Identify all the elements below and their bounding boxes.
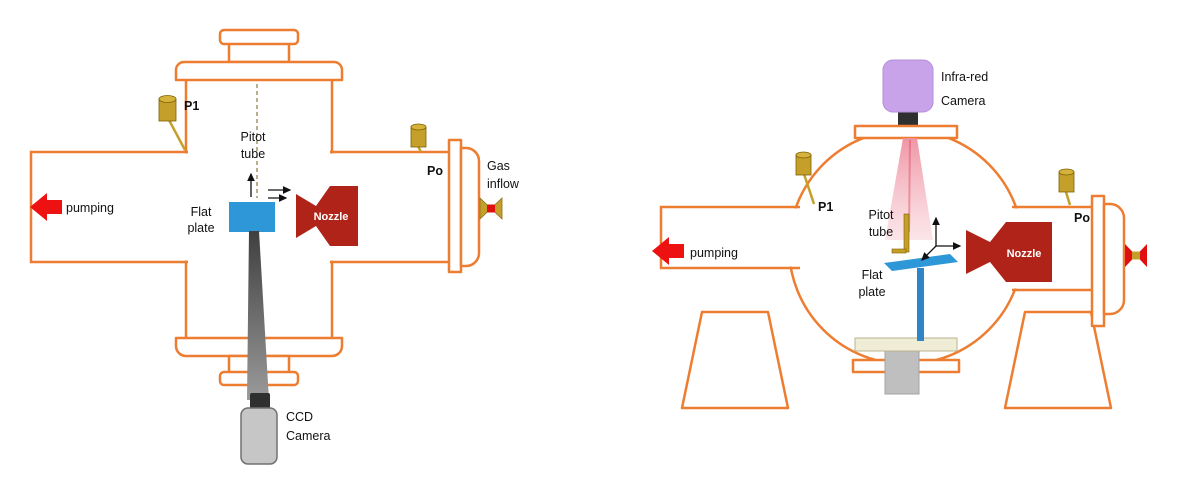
flat-plate [884,254,958,271]
pressure-sensor-po-icon [410,123,427,153]
nozzle-label: Nozzle [1007,248,1042,260]
coordinate-axes [921,216,962,261]
pitot-label-line1: Pitot [868,208,894,222]
pressure-sensor-po-icon [1058,168,1075,206]
ccd-camera-label-line2: Camera [286,429,331,443]
end-flange [447,138,463,274]
infrared-label-line2: Camera [941,94,986,108]
nozzle-label: Nozzle [314,211,349,223]
pitot-tube-icon [891,213,910,254]
pressure-sensor-p1-icon [158,95,187,151]
pitot-label-line1: Pitot [240,130,266,144]
pumping-arrow [652,237,684,265]
p1-label: P1 [184,99,199,113]
left-stand [680,310,790,410]
top-cap [218,28,300,46]
pedestal [884,350,920,395]
right-arm-outline [330,150,449,264]
gas-inflow-label-line2: inflow [487,177,520,191]
ccd-camera-label-line1: CCD [286,410,313,424]
nozzle [966,222,1052,282]
left-tube-outline [659,205,800,270]
flat-plate-label-line2: plate [187,221,214,235]
gas-inflow-label-line1: Gas [487,159,510,173]
gas-inflow-valve-icon [479,197,503,220]
nozzle [296,186,358,246]
left-setup-diagram: Nozzle P1 [29,28,520,465]
pumping-label: pumping [690,246,738,260]
flat-plate-label-line2: plate [858,285,885,299]
gas-valve-icon [1125,244,1147,267]
po-label: Po [1074,211,1090,225]
p1-label: P1 [818,200,833,214]
po-label: Po [427,164,443,178]
top-lid [174,60,344,82]
flow-arrows [247,172,292,202]
flat-plate [229,202,275,232]
pitot-label-line2: tube [869,225,893,239]
camera-mount [898,110,918,128]
end-cap [459,146,481,268]
infrared-label-line1: Infra-red [941,70,988,84]
pumping-label: pumping [66,201,114,215]
right-setup-diagram: Nozzle Infra-red Camera P1 Pitot tub [652,59,1147,410]
flat-plate-label-line1: Flat [862,268,883,282]
infrared-camera-icon [882,59,934,113]
left-tube-interior [661,208,800,267]
plate-stand [917,268,924,341]
ccd-camera-icon [240,393,278,465]
end-flange [1090,194,1106,328]
pitot-label-line2: tube [241,147,265,161]
pressure-sensor-p1-icon [795,151,816,205]
platform [854,337,958,352]
end-cap [1102,202,1126,316]
camera-view-cone [247,231,269,400]
flat-plate-label-line1: Flat [191,205,212,219]
pumping-arrow [30,193,62,221]
top-flange [853,124,959,140]
right-tube-outline [1012,205,1092,292]
right-stand [1003,310,1113,410]
